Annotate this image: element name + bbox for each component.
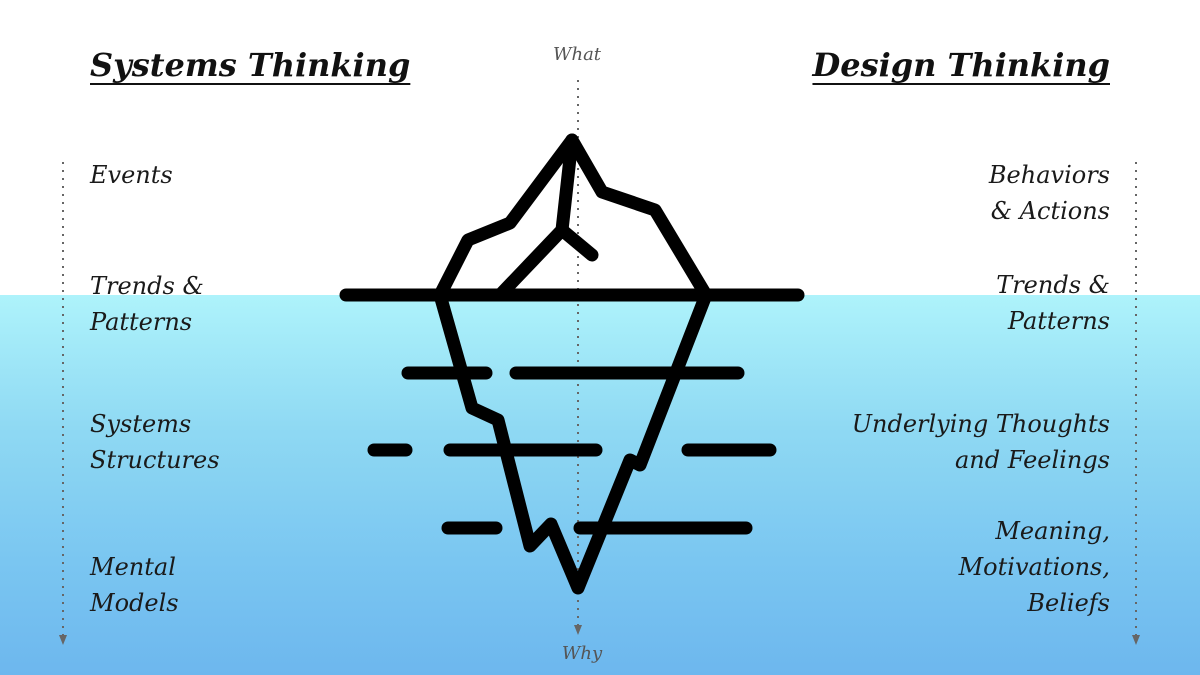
what-label: What bbox=[552, 44, 602, 65]
why-label: Why bbox=[561, 643, 603, 664]
right-level-behaviors-actions: Behaviors & Actions bbox=[988, 161, 1110, 225]
iceberg-crack-branch bbox=[555, 223, 599, 262]
design-thinking-title: Design Thinking bbox=[812, 46, 1110, 84]
right-level-underlying-thoughts: Underlying Thoughts and Feelings bbox=[851, 410, 1110, 474]
left-level-events: Events bbox=[90, 161, 173, 189]
systems-thinking-title: Systems Thinking bbox=[90, 46, 411, 84]
water-background bbox=[0, 295, 1200, 675]
right-level-meaning-motivations-beliefs: Meaning, Motivations, Beliefs bbox=[958, 517, 1110, 617]
left-level-mental-models: Mental Models bbox=[90, 553, 179, 617]
left-level-systems-structures: Systems Structures bbox=[90, 410, 220, 474]
iceberg-underwater-outline bbox=[433, 288, 713, 595]
left-level-trends-patterns: Trends & Patterns bbox=[90, 272, 204, 336]
right-level-trends-patterns: Trends & Patterns bbox=[996, 271, 1110, 335]
